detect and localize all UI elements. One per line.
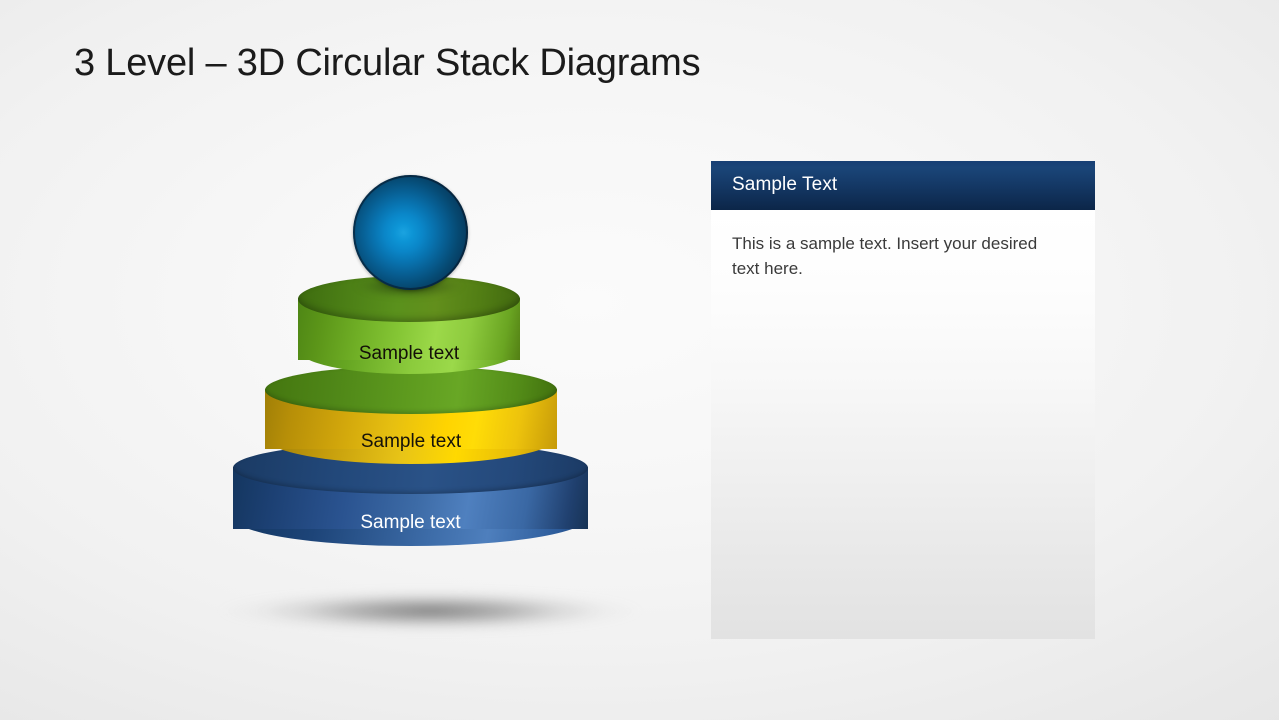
cylinder-top-face	[265, 366, 557, 414]
sphere-icon[interactable]	[353, 175, 468, 290]
text-panel-body-text: This is a sample text. Insert your desir…	[732, 234, 1038, 278]
stack-level-yellow[interactable]: Sample text	[265, 366, 557, 474]
circular-stack-diagram: Sample text Sample text Sample text	[190, 150, 660, 650]
text-panel: Sample Text This is a sample text. Inser…	[711, 161, 1095, 639]
text-panel-header: Sample Text	[711, 161, 1095, 210]
stack-level-green-label: Sample text	[358, 343, 460, 364]
stack-level-blue-label: Sample text	[360, 512, 461, 533]
ground-shadow	[215, 588, 645, 634]
text-panel-body[interactable]: This is a sample text. Insert your desir…	[711, 210, 1095, 639]
page-title: 3 Level – 3D Circular Stack Diagrams	[74, 42, 701, 84]
stack-level-yellow-label: Sample text	[360, 431, 462, 452]
sphere-rim-shading	[353, 175, 468, 290]
text-panel-title: Sample Text	[732, 174, 838, 195]
